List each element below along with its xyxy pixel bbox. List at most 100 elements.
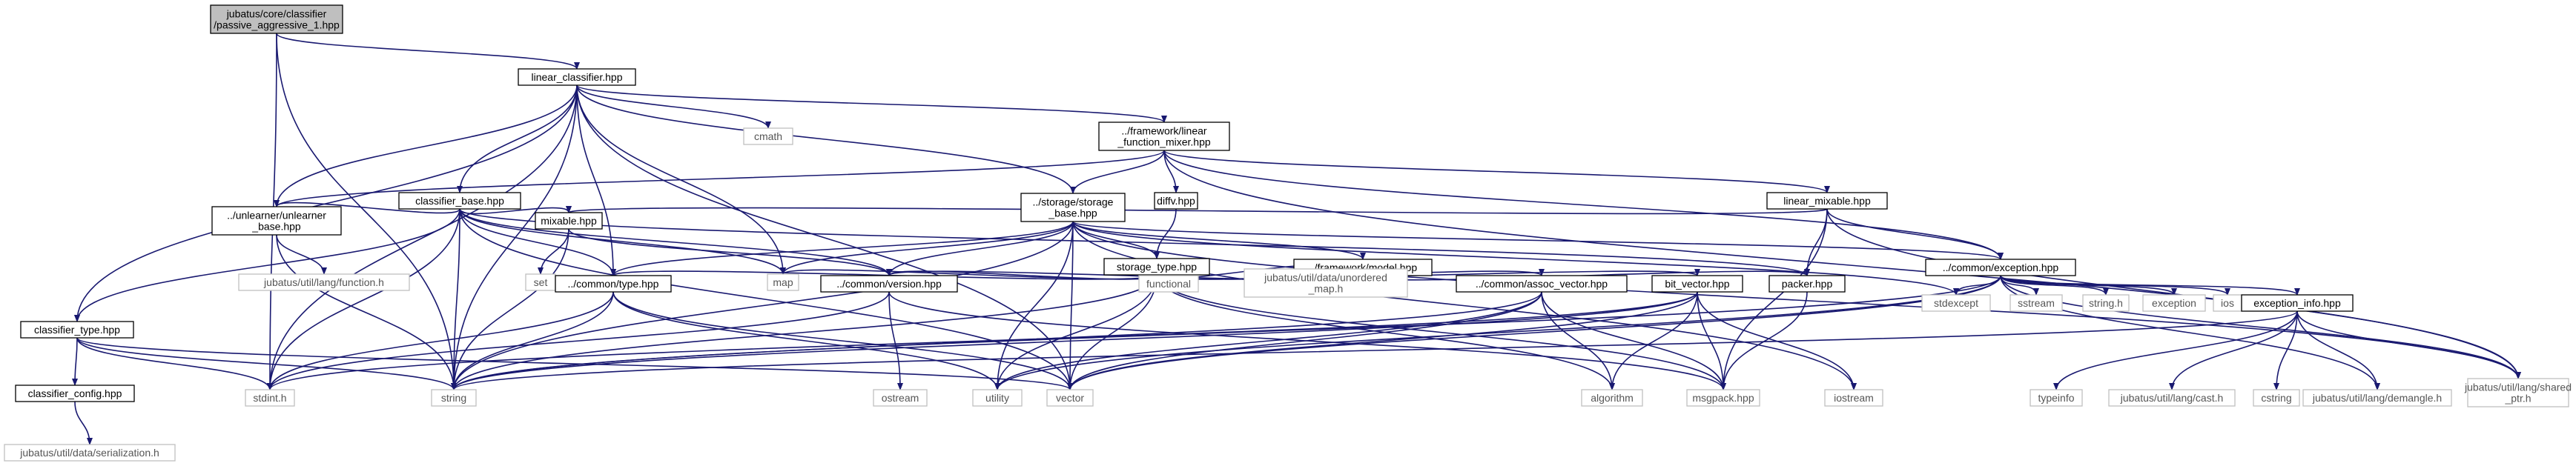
node-functional[interactable]: functional [1138,275,1199,293]
node-algorithm[interactable]: algorithm [1581,389,1643,407]
edge-assoc-vector-to-algorithm [1541,291,1615,390]
node-label: stdexcept [1934,297,1978,309]
node-vector[interactable]: vector [1046,389,1094,407]
node-label: sstream [2018,297,2055,309]
node-box [1925,259,2076,276]
node-shared-ptr[interactable]: jubatus/util/lang/shared_ptr.h [2464,378,2572,407]
node-exception[interactable]: exception [2142,294,2206,312]
node-box [767,273,799,291]
edge-exception-info-to-string [451,310,2298,390]
node-box [743,127,793,145]
edge-classifier-type-to-classifier-config [72,337,79,386]
node-label: ../common/assoc_vector.hpp [1476,278,1608,290]
edge-classifier-base-to-map [459,208,786,275]
edge-assoc-vector-to-utility [994,291,1542,390]
node-label: jubatus/util/lang/demangle.h [2312,392,2442,404]
node-storage-base[interactable]: ../storage/storage_base.hpp [1020,193,1126,222]
node-label: _ptr.h [2504,393,2531,405]
node-common-type[interactable]: ../common/type.hpp [555,275,672,293]
node-passive[interactable]: jubatus/core/classifier/passive_aggressi… [210,4,343,34]
edge-assoc-vector-to-msgpack [1541,291,1726,390]
edge-linear-function-mixer-to-common-exception [1163,150,2004,260]
node-mixable[interactable]: mixable.hpp [535,212,603,230]
edge-storage-base-to-framework-model [1072,221,1366,260]
node-unlearner-base[interactable]: ../unlearner/unlearner_base.hpp [211,206,342,236]
node-box [2108,389,2236,407]
node-linear-mixable[interactable]: linear_mixable.hpp [1766,192,1888,210]
node-box [1581,389,1643,407]
node-label: ../common/exception.hpp [1943,262,2059,273]
node-classifier-type[interactable]: classifier_type.hpp [20,321,134,339]
node-typeinfo[interactable]: typeinfo [2030,389,2083,407]
node-jub-cast[interactable]: jubatus/util/lang/cast.h [2108,389,2236,407]
node-label: functional [1146,278,1191,290]
node-common-version[interactable]: ../common/version.hpp [820,275,958,293]
edge-diffv-to-storage-type [1154,208,1177,259]
node-linear-function-mixer[interactable]: ../framework/linear_function_mixer.hpp [1098,122,1230,151]
node-box [2467,378,2569,407]
node-label: storage_type.hpp [1117,261,1197,273]
node-string-h[interactable]: string.h [2082,294,2130,312]
node-diffv[interactable]: diffv.hpp [1154,192,1198,210]
node-label: jubatus/util/lang/shared [2464,382,2572,393]
node-box [245,389,295,407]
node-label: jubatus/util/lang/cast.h [2120,392,2224,404]
node-box [211,206,342,236]
node-map[interactable]: map [767,273,799,291]
node-utility[interactable]: utility [972,389,1023,407]
node-assoc-vector[interactable]: ../common/assoc_vector.hpp [1456,275,1628,293]
node-packer[interactable]: packer.hpp [1768,275,1846,293]
node-box [2009,294,2063,312]
node-sstream[interactable]: sstream [2009,294,2063,312]
edge-linear-classifier-to-storage-base [576,84,1076,194]
node-cstring[interactable]: cstring [2253,389,2300,407]
node-common-exception[interactable]: ../common/exception.hpp [1925,259,2076,276]
edge-linear-function-mixer-to-diffv [1163,150,1179,193]
node-label: exception [2152,297,2196,309]
node-stdexcept[interactable]: stdexcept [1921,294,1991,312]
node-box [1766,192,1888,210]
node-box [4,444,176,462]
node-storage-type[interactable]: storage_type.hpp [1103,258,1210,276]
node-box [1244,268,1408,298]
node-unordered-map[interactable]: jubatus/util/data/unordered_map.h [1244,268,1408,298]
node-classifier-base[interactable]: classifier_base.hpp [398,192,521,210]
node-serialization[interactable]: jubatus/util/data/serialization.h [4,444,176,462]
node-label: ../storage/storage [1033,196,1114,208]
node-label: cmath [754,130,782,142]
edge-bit-vector-to-vector [1067,291,1698,390]
node-ostream[interactable]: ostream [873,389,928,407]
node-ios[interactable]: ios [2213,294,2242,312]
node-bit-vector[interactable]: bit_vector.hpp [1651,275,1743,293]
node-label: string.h [2089,297,2123,309]
node-linear-classifier[interactable]: linear_classifier.hpp [518,68,636,86]
node-jub-function[interactable]: jubatus/util/lang/function.h [238,273,410,291]
node-box [238,273,410,291]
node-exception-info[interactable]: exception_info.hpp [2241,294,2354,312]
node-set[interactable]: set [525,273,556,291]
node-label: ../framework/linear [1121,125,1206,137]
edge-passive-to-string [276,33,457,390]
node-cmath[interactable]: cmath [743,127,793,145]
node-label: vector [1056,392,1084,404]
node-jub-demangle[interactable]: jubatus/util/lang/demangle.h [2302,389,2452,407]
node-label: classifier_base.hpp [415,195,504,207]
node-label: ../common/version.hpp [836,278,942,290]
node-label: typeinfo [2038,392,2074,404]
node-label: bit_vector.hpp [1665,278,1729,290]
node-stdint[interactable]: stdint.h [245,389,295,407]
edge-common-version-to-ostream [888,291,903,390]
edge-common-type-to-string [451,291,614,390]
edge-exception-info-to-jub-cast [2169,310,2298,390]
node-iostream[interactable]: iostream [1824,389,1883,407]
edge-common-exception-to-utility [994,275,2001,390]
node-box [1651,275,1743,293]
node-string[interactable]: string [431,389,477,407]
edge-exception-info-to-jub-demangle [2296,310,2380,390]
edge-linear-function-mixer-to-storage-base [1070,150,1165,194]
node-msgpack[interactable]: msgpack.hpp [1686,389,1760,407]
node-classifier-config[interactable]: classifier_config.hpp [15,385,135,402]
edge-common-type-to-stdint [267,291,614,390]
edge-classifier-base-to-string [451,208,460,390]
